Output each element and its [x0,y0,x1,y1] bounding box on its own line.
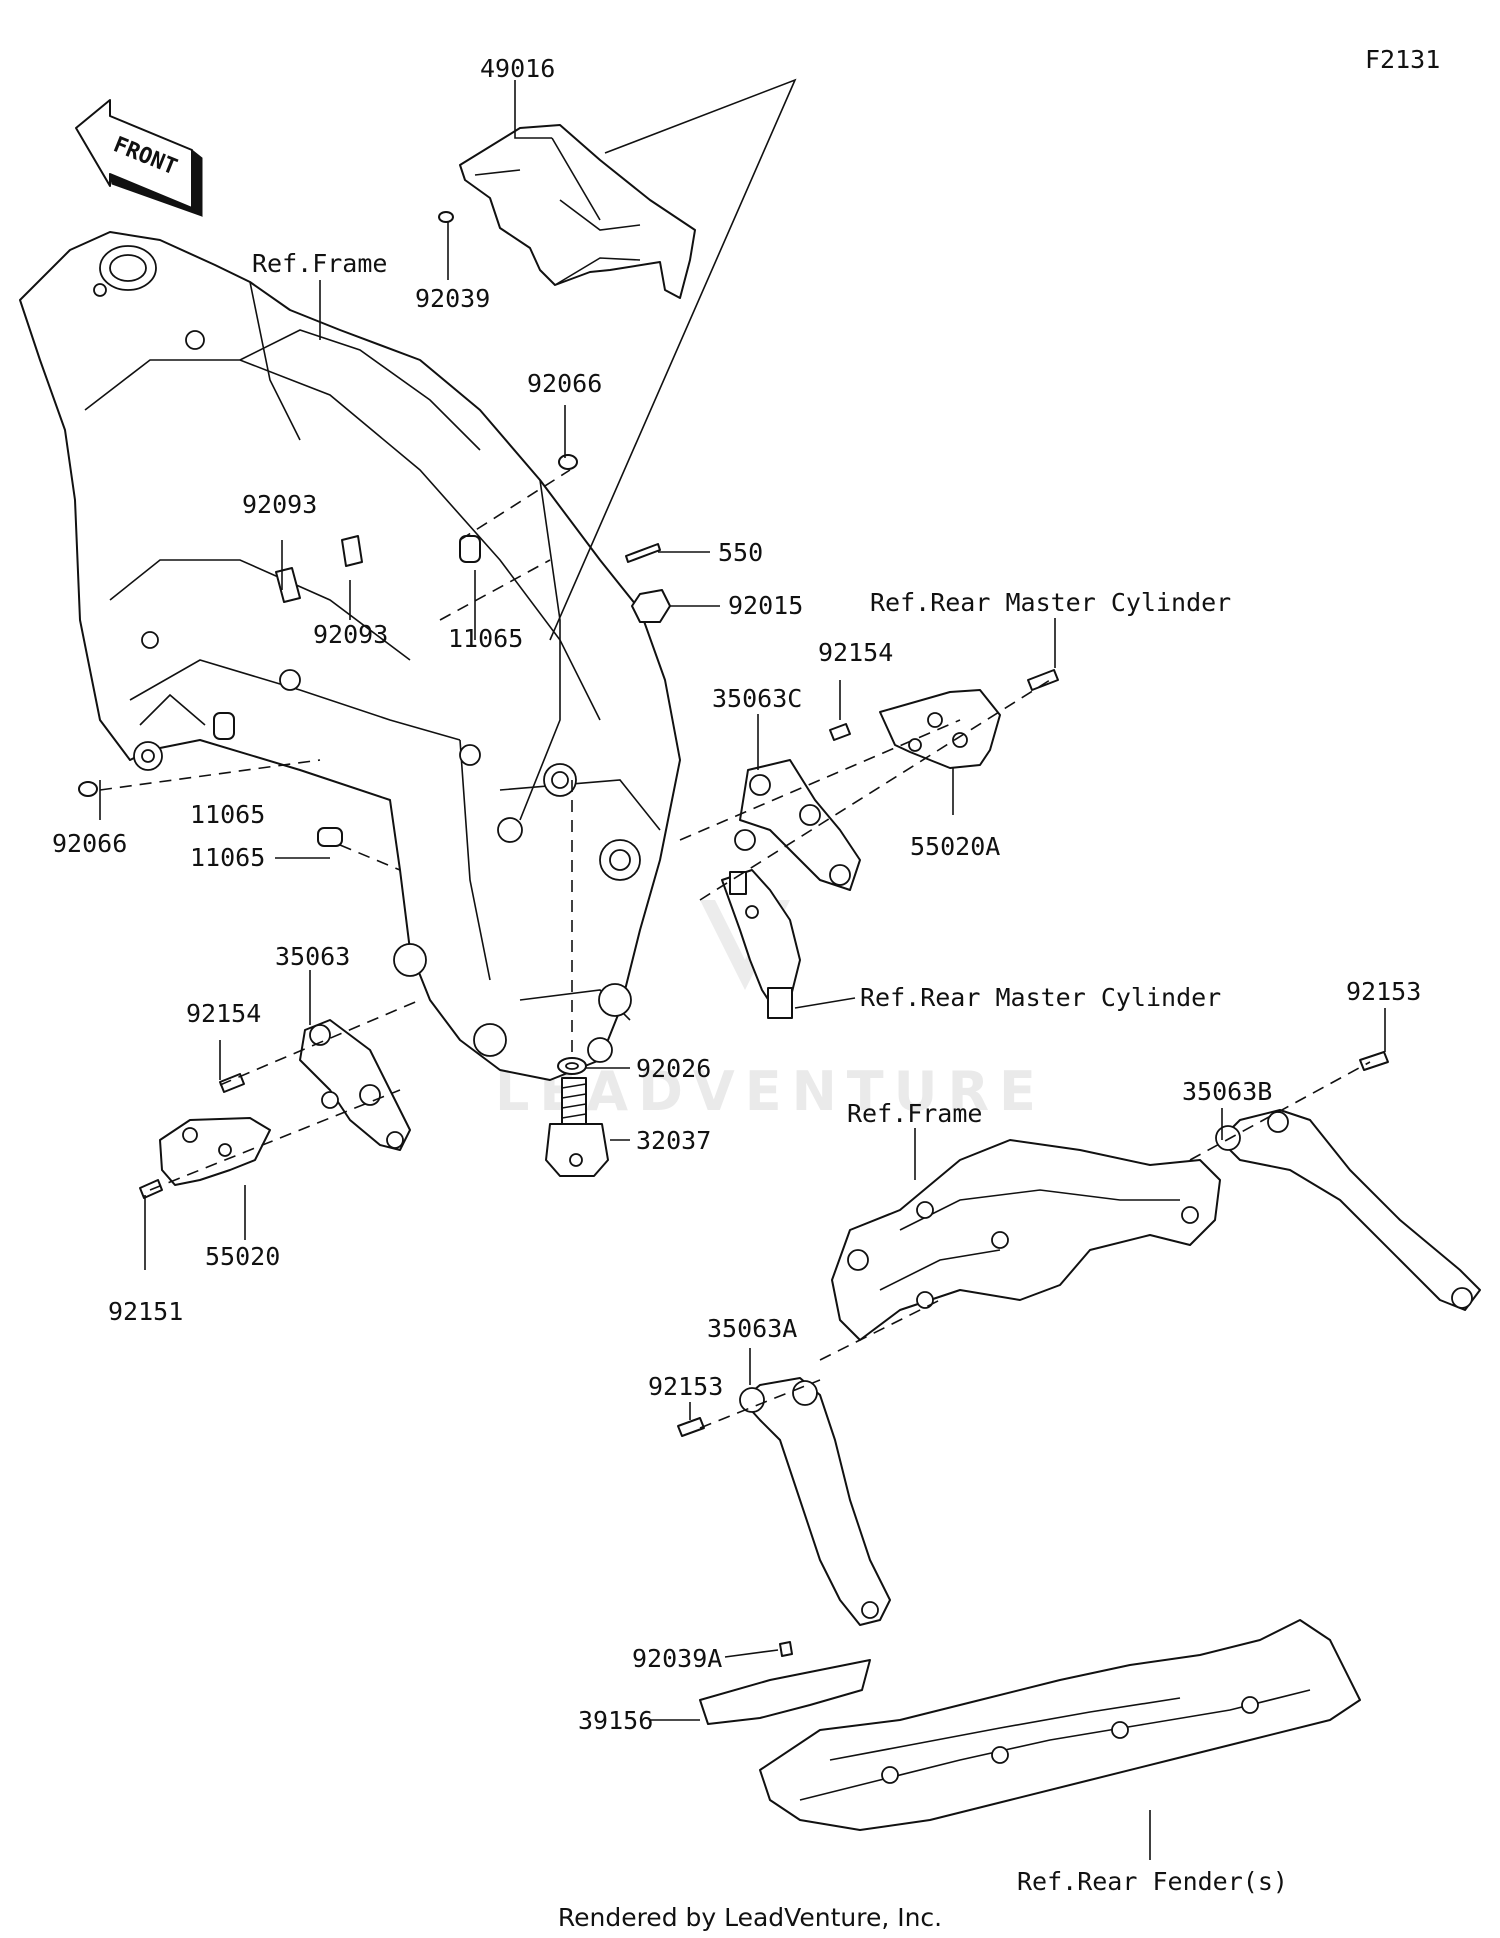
callout-55020A: 55020A [910,832,1000,861]
part-55020-plate [159,1117,271,1186]
callout-550: 550 [718,538,763,567]
fastener-550 [625,543,661,563]
diagram-id: F2131 [1365,45,1440,74]
fastener-rmc-bolt [1027,669,1059,691]
part-49016-guard [459,124,696,299]
callout-11065-c: 11065 [190,843,265,872]
callout-32037: 32037 [636,1126,711,1155]
callout-ref-rear-master-cylinder-top: Ref.Rear Master Cylinder [870,588,1231,617]
callout-11065-b: 11065 [190,800,265,829]
part-35063B-bracket [1215,1109,1481,1311]
part-92026-washer [557,1057,587,1075]
grommet-11065-c [317,827,343,847]
rear-fender [759,1619,1361,1831]
callout-ref-rear-master-cylinder-mid: Ref.Rear Master Cylinder [860,983,1221,1012]
callout-35063: 35063 [275,942,350,971]
footer-credit: Rendered by LeadVenture, Inc. [558,1903,942,1932]
part-32037-adjuster [545,1077,609,1177]
callout-92153-right: 92153 [1346,977,1421,1006]
callout-ref-rear-fender: Ref.Rear Fender(s) [1017,1867,1288,1896]
main-frame [19,231,681,1081]
callout-92153-left: 92153 [648,1372,723,1401]
callout-11065-a: 11065 [448,624,523,653]
rear-master-cylinder [721,869,801,1019]
part-35063A-bracket [739,1377,891,1626]
part-35063-bracket [299,1019,411,1151]
callout-39156: 39156 [578,1706,653,1735]
callout-92066-top: 92066 [527,369,602,398]
fastener-92154-left [219,1073,245,1093]
fastener-92015-nut [631,589,671,623]
callout-92026: 92026 [636,1054,711,1083]
leader-lines [99,78,1386,1860]
fastener-92039 [438,211,454,223]
callout-92151: 92151 [108,1297,183,1326]
fastener-92153-right [1359,1051,1389,1071]
callout-ref-frame-sub: Ref.Frame [847,1099,982,1128]
callout-49016: 49016 [480,54,555,83]
callout-55020: 55020 [205,1242,280,1271]
fastener-92066-top [558,454,578,470]
fastener-92153-left [677,1417,705,1437]
part-35063C-bracket [734,759,861,891]
callout-92039A: 92039A [632,1644,722,1673]
callout-92066-left: 92066 [52,829,127,858]
callout-92039: 92039 [415,284,490,313]
fastener-92066-left [78,781,98,797]
grommet-11065-a [459,535,481,563]
callouts: 49016 92039 Ref.Frame 92066 92093 92093 … [52,54,1421,1896]
fastener-92154-right [829,723,851,741]
callout-35063A: 35063A [707,1314,797,1343]
pad-92093-b [341,535,363,567]
grommet-11065-b [213,712,235,740]
rear-subframe [831,1139,1221,1341]
fastener-92039A [779,1641,793,1657]
front-arrow-icon: FRONT [75,99,203,218]
callout-92015: 92015 [728,591,803,620]
callout-ref-frame-top: Ref.Frame [252,249,387,278]
part-39156-pad [699,1659,871,1725]
callout-92154-left: 92154 [186,999,261,1028]
callout-92154-right: 92154 [818,638,893,667]
callout-35063C: 35063C [712,684,802,713]
callout-92093-b: 92093 [313,620,388,649]
callout-35063B: 35063B [1182,1077,1272,1106]
callout-92093-a: 92093 [242,490,317,519]
